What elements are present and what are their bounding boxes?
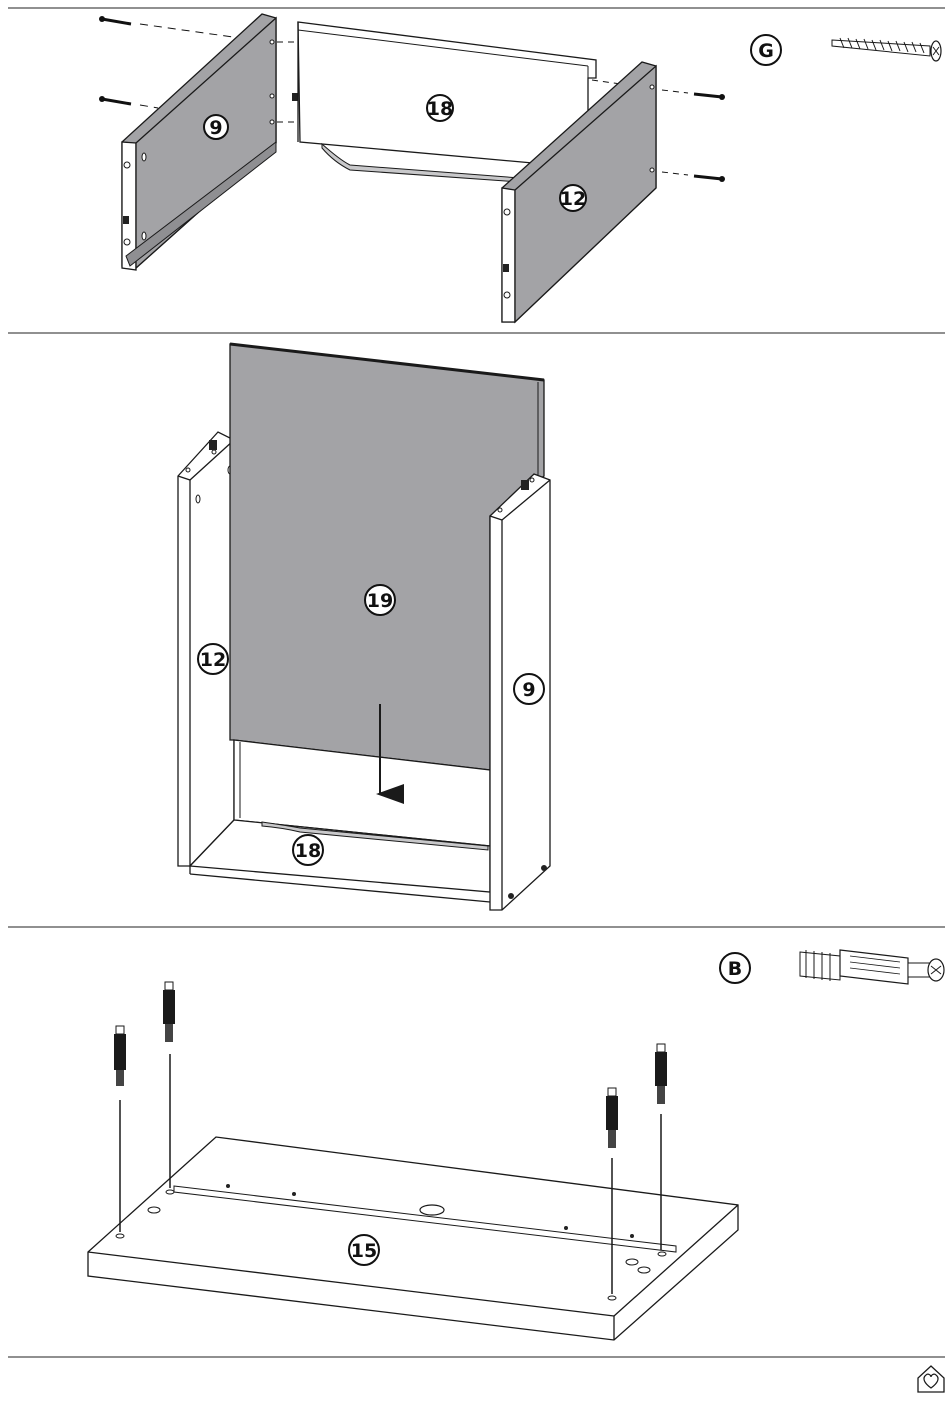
side-panel-12: 12 xyxy=(178,432,234,866)
screw-icon xyxy=(662,172,725,182)
cam-bolt-icon xyxy=(800,950,944,984)
part-label: 18 xyxy=(295,840,321,862)
cam-bolt-icon xyxy=(114,1026,126,1232)
screw-icon xyxy=(832,38,941,61)
cam-bolt-icon xyxy=(163,982,175,1188)
step3-diagram: B xyxy=(88,950,944,1340)
part-label: 12 xyxy=(200,649,226,671)
step1-diagram: 9 18 12 xyxy=(99,14,941,322)
hardware-letter: G xyxy=(758,40,774,62)
screw-icon xyxy=(99,96,158,108)
part-label: 15 xyxy=(351,1240,377,1262)
side-panel-9: 9 xyxy=(490,474,550,910)
part-label: 9 xyxy=(522,679,535,701)
panel-9: 9 xyxy=(122,14,276,270)
step2-diagram: 12 19 18 xyxy=(178,344,550,910)
part-label: 12 xyxy=(560,188,586,210)
screw-icon xyxy=(662,90,725,100)
screw-icon xyxy=(99,16,240,38)
part-label: 9 xyxy=(209,117,222,139)
part-label: 19 xyxy=(367,590,393,612)
part-label: 18 xyxy=(427,98,453,120)
base-board-15: 15 xyxy=(88,1137,738,1340)
house-heart-icon xyxy=(918,1366,944,1392)
hardware-letter: B xyxy=(728,958,742,980)
